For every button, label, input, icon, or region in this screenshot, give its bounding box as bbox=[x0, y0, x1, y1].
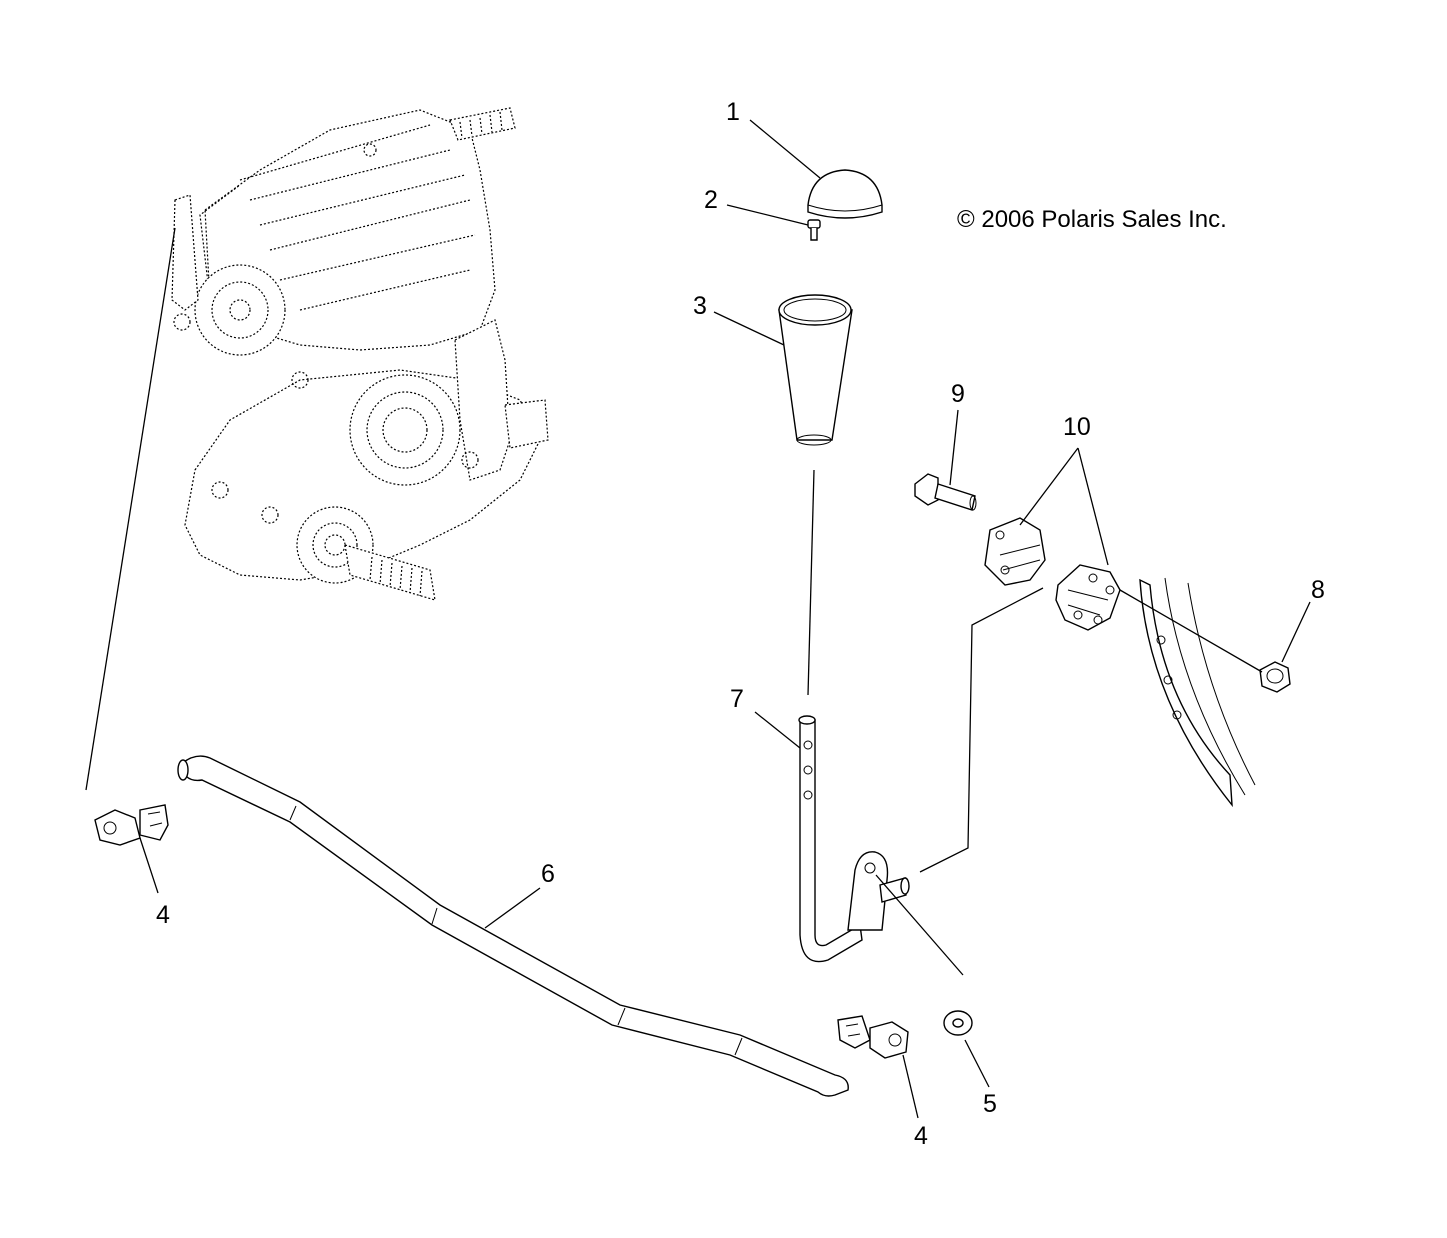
callout-8: 8 bbox=[1311, 576, 1325, 604]
shift-lever bbox=[798, 715, 910, 963]
bushing-upper bbox=[984, 517, 1046, 586]
set-screw bbox=[807, 219, 821, 241]
copyright-notice: © 2006 Polaris Sales Inc. bbox=[957, 206, 1227, 233]
shift-rod bbox=[177, 755, 849, 1097]
rod-end-right bbox=[837, 1015, 909, 1059]
callout-4-right: 4 bbox=[914, 1122, 928, 1150]
bushing-lower bbox=[1055, 564, 1121, 631]
callout-7: 7 bbox=[730, 685, 744, 713]
callout-2: 2 bbox=[704, 186, 718, 214]
knob-cap bbox=[807, 169, 883, 219]
washer bbox=[943, 1010, 973, 1036]
callout-1: 1 bbox=[726, 98, 740, 126]
callout-5: 5 bbox=[983, 1090, 997, 1118]
frame-bracket bbox=[1139, 577, 1256, 808]
shift-knob bbox=[778, 294, 853, 446]
callout-9: 9 bbox=[951, 380, 965, 408]
flange-nut bbox=[1259, 661, 1291, 693]
callout-10: 10 bbox=[1063, 413, 1091, 441]
rod-end-left bbox=[94, 804, 169, 846]
transmission-assembly bbox=[171, 107, 549, 601]
callout-6: 6 bbox=[541, 860, 555, 888]
flange-bolt bbox=[914, 473, 977, 511]
callout-3: 3 bbox=[693, 292, 707, 320]
callouts: 1 2 3 4 4 5 6 7 8 9 10 bbox=[156, 98, 1325, 1150]
leader-lines bbox=[85, 119, 1311, 1119]
callout-4-left: 4 bbox=[156, 901, 170, 929]
